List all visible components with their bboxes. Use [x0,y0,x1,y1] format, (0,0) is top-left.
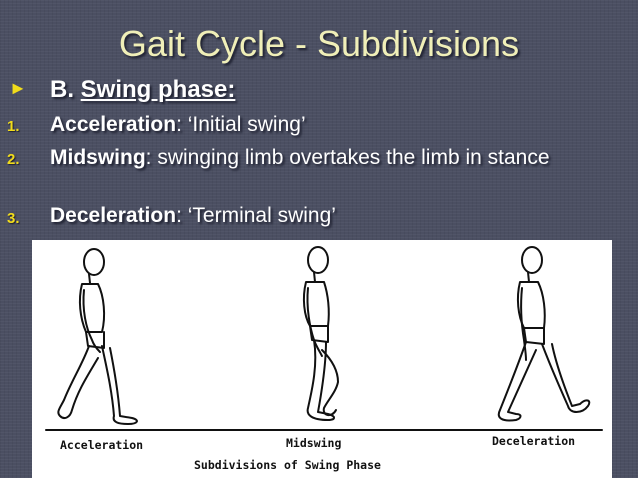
deceleration-figure [497,246,591,422]
figure-caption: Subdivisions of Swing Phase [194,458,381,472]
section-heading: B. Swing phase: [50,76,235,104]
deceleration-label: Deceleration [492,434,576,448]
list-item-1: Acceleration: ‘Initial swing’ [50,113,610,137]
slide-title: Gait Cycle - Subdivisions [118,23,520,64]
list-item-3: Deceleration: ‘Terminal swing’ [50,204,610,228]
walking-figures-drawing [45,246,603,431]
list-item-term: Acceleration [50,113,177,136]
list-item-description: : ‘Terminal swing’ [176,204,336,227]
gait-figure-image: Acceleration Midswing Deceleration Subdi… [32,240,612,478]
list-number-3: 3. [7,210,20,227]
list-item-2: Midswing: swinging limb overtakes the li… [50,146,610,170]
acceleration-label: Acceleration [60,438,144,452]
list-item-description: : ‘Initial swing’ [176,113,306,136]
midswing-figure [302,246,339,421]
heading-prefix: B. [50,76,74,103]
list-item-term: Deceleration [50,204,177,227]
midswing-label: Midswing [286,436,342,450]
heading-main: Swing phase: [80,76,236,103]
triangle-bullet-icon: ► [9,78,27,98]
list-item-term: Midswing [50,146,146,169]
list-number-1: 1. [7,118,20,135]
list-number-2: 2. [7,151,20,168]
list-item-description: : swinging limb overtakes the limb in st… [145,146,550,169]
acceleration-figure [57,248,138,425]
